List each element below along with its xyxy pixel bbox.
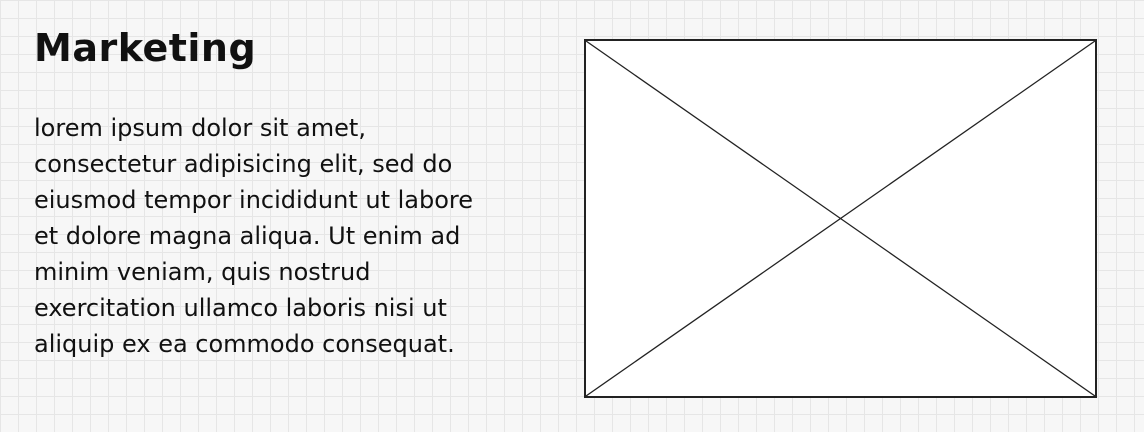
placeholder-diagonal-line xyxy=(586,41,1095,396)
section-heading: Marketing xyxy=(34,26,257,70)
section-body-text: lorem ipsum dolor sit amet, consectetur … xyxy=(34,114,474,358)
image-placeholder xyxy=(584,39,1097,398)
image-placeholder-icon xyxy=(586,41,1095,396)
